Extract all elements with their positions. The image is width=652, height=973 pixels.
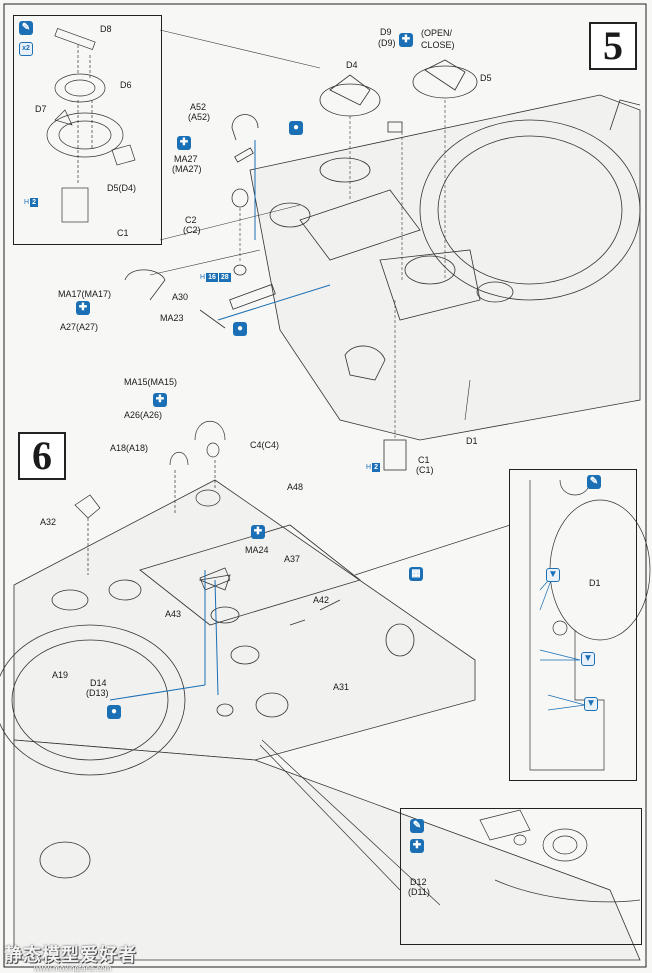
label-ma27b: (MA27) xyxy=(172,164,202,174)
step5-leaders xyxy=(149,29,471,440)
label-ma23: MA23 xyxy=(160,313,184,323)
watermark-text: 静态模型爱好者 xyxy=(4,945,137,965)
label-a52b: (A52) xyxy=(188,112,211,122)
label-open: (OPEN/ xyxy=(421,28,453,38)
label-c4: C4(C4) xyxy=(250,440,280,450)
label-a31: A31 xyxy=(333,682,350,692)
watermark-url: www.moxingfans.com xyxy=(34,964,112,973)
step6-hull xyxy=(0,479,641,961)
step5-parts xyxy=(124,59,478,471)
label-d8: D8 xyxy=(100,24,112,34)
label-d5d4: D5(D4) xyxy=(107,183,137,193)
label-ma15: MA15(MA15) xyxy=(124,377,178,387)
label-d14b: (D13) xyxy=(86,688,109,698)
option-icon: ✚ xyxy=(399,33,413,47)
label-a19: A19 xyxy=(52,670,69,680)
repeat-x2-icon: x2 xyxy=(19,42,33,56)
option-icon: ✚ xyxy=(153,393,167,407)
label-d6: D6 xyxy=(120,80,132,90)
option-icon: ✚ xyxy=(76,301,90,315)
label-a42: A42 xyxy=(313,595,330,605)
label-d7: D7 xyxy=(35,104,47,114)
glue-drop-icon: ● xyxy=(233,322,247,336)
step-number-5: 5 xyxy=(589,22,637,70)
step-number-6: 6 xyxy=(18,432,66,480)
glue-drop-icon: ● xyxy=(289,121,303,135)
paint-brush-icon: ✎ xyxy=(19,21,33,35)
label-d12: D12 xyxy=(410,877,427,887)
label-d5: D5 xyxy=(480,73,492,83)
label-a37: A37 xyxy=(284,554,301,564)
inset-bottom-drawing xyxy=(479,809,641,903)
drill-icon: ▼ xyxy=(546,568,560,582)
step6-parts xyxy=(74,421,511,906)
label-ma24: MA24 xyxy=(245,545,269,555)
label-a48: A48 xyxy=(287,482,304,492)
inset-right-drawing xyxy=(529,479,651,771)
label-ma17: MA17(MA17) xyxy=(58,289,112,299)
label-c1b: (C1) xyxy=(416,465,434,475)
inset-bottom xyxy=(400,808,642,945)
option-icon: ✚ xyxy=(410,839,424,853)
drill-icon: ▼ xyxy=(584,697,598,711)
label-c1: C1 xyxy=(418,455,430,465)
label-a26: A26(A26) xyxy=(124,410,163,420)
inset-right xyxy=(509,469,637,781)
label-d1: D1 xyxy=(466,436,478,446)
inset-topleft-drawing xyxy=(46,27,136,223)
label-d12b: (D11) xyxy=(408,887,430,897)
label-c2: C2 xyxy=(185,215,197,225)
label-ma27: MA27 xyxy=(174,154,198,164)
label-a43: A43 xyxy=(165,609,182,619)
label-d9b: (D9) xyxy=(378,38,396,48)
label-a18: A18(A18) xyxy=(110,443,149,453)
label-close: CLOSE) xyxy=(421,40,455,50)
paint-brush-icon: ✎ xyxy=(410,819,424,833)
label-d1-inset: D1 xyxy=(589,578,601,588)
option-icon: ✚ xyxy=(251,525,265,539)
label-a30: A30 xyxy=(172,292,189,302)
label-d14: D14 xyxy=(90,678,107,688)
label-d4: D4 xyxy=(346,60,358,70)
inset-top-left xyxy=(13,15,162,245)
label-a52: A52 xyxy=(190,102,207,112)
page-border xyxy=(3,3,647,968)
option-icon: ✚ xyxy=(177,136,191,150)
label-c2b: (C2) xyxy=(183,225,201,235)
label-a27: A27(A27) xyxy=(60,322,99,332)
photo-etch-icon: ▦ xyxy=(409,567,423,581)
label-d9: D9 xyxy=(380,27,392,37)
drill-icon: ▼ xyxy=(581,652,595,666)
label-c1-inset: C1 xyxy=(117,228,129,238)
glue-drop-icon: ● xyxy=(107,705,121,719)
label-a32: A32 xyxy=(40,517,57,527)
paint-brush-icon: ✎ xyxy=(587,475,601,489)
